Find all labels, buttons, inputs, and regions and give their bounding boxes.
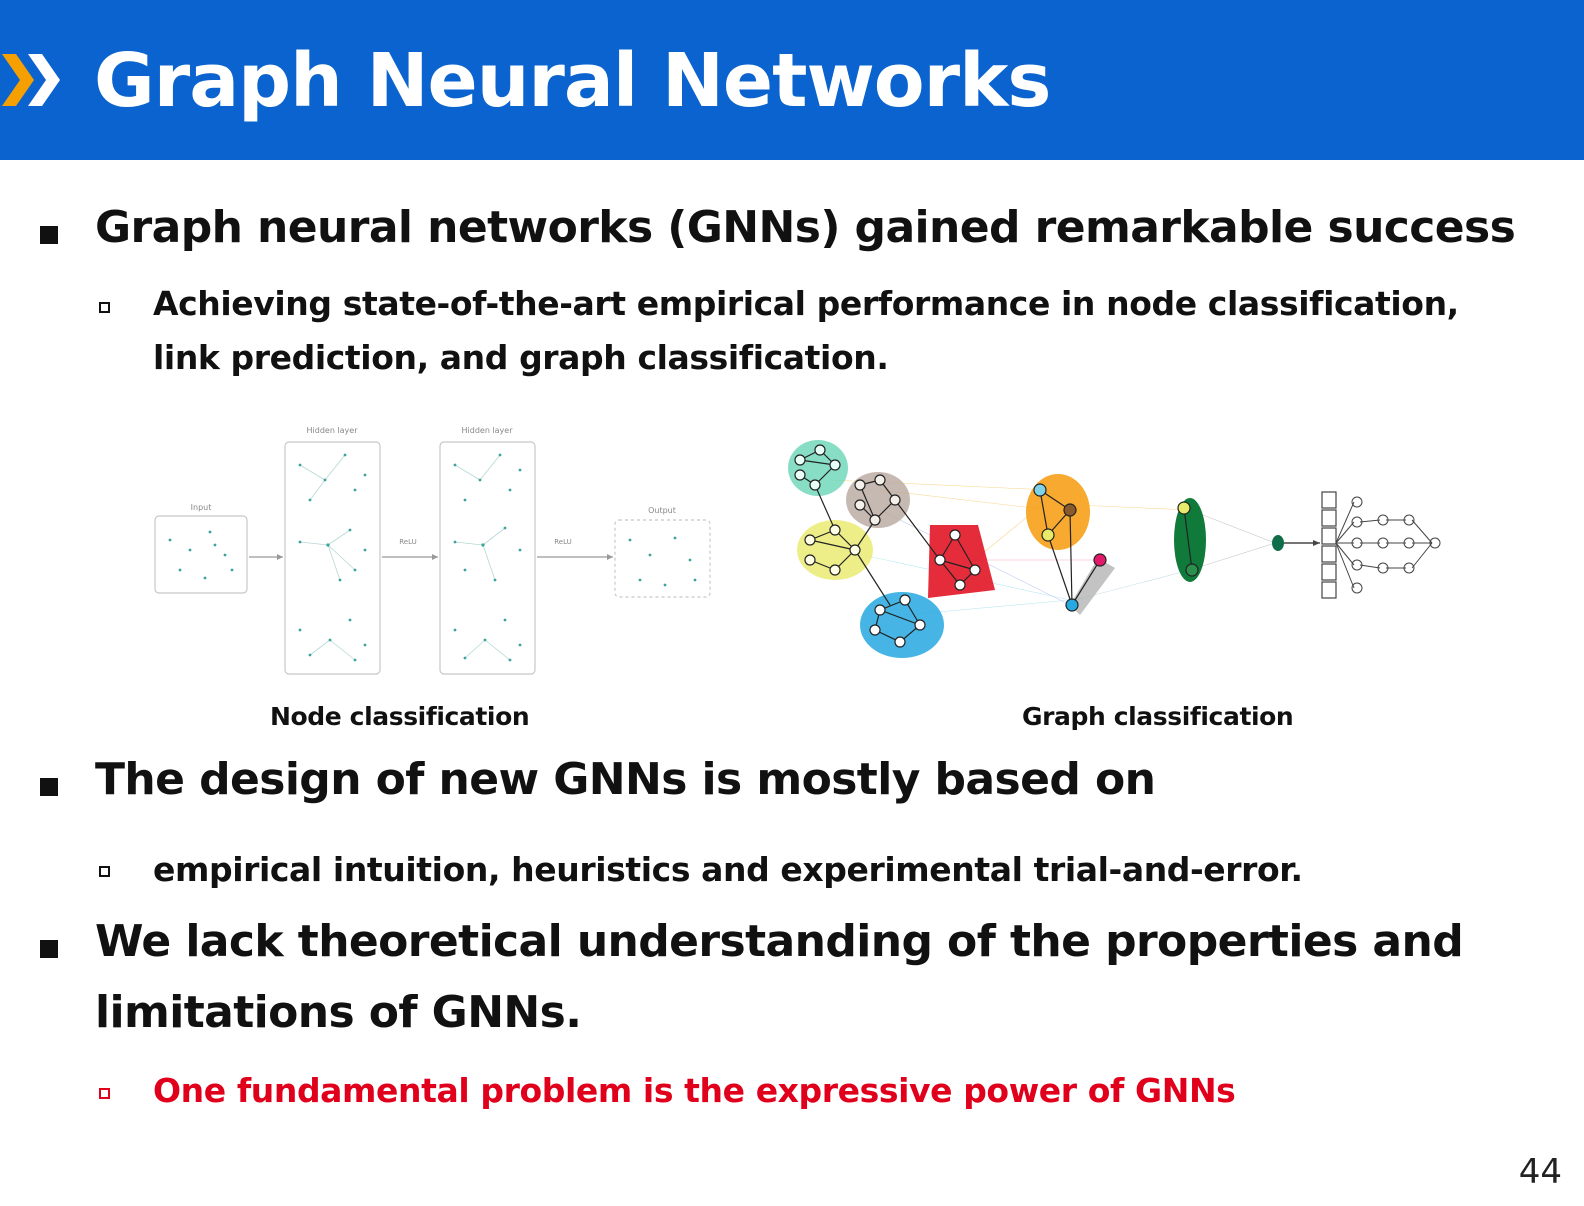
node-classification-caption: Node classification	[270, 702, 530, 731]
node-label-relu2: ReLU	[554, 538, 572, 546]
graph-classification-figure	[788, 440, 1441, 658]
slide-header: Graph Neural Networks	[0, 0, 1584, 160]
sub-bullet-marker	[99, 866, 110, 877]
page-number: 44	[1518, 1152, 1562, 1192]
bullet-design-basis: The design of new GNNs is mostly based o…	[95, 754, 1156, 805]
chevron-icon	[2, 54, 60, 106]
sub-bullet-marker	[99, 302, 110, 313]
graph-classification-caption: Graph classification	[1022, 702, 1294, 731]
sub-bullet-expressive-power: One fundamental problem is the expressiv…	[153, 1071, 1236, 1110]
node-label-hidden2: Hidden layer	[462, 426, 514, 435]
bullet-lack-theory-2: limitations of GNNs.	[95, 987, 582, 1038]
bullet-marker	[40, 226, 58, 244]
node-label-relu1: ReLU	[399, 538, 417, 546]
node-classification-figure: Input Hidden layer Hidden layer Output R…	[154, 426, 711, 675]
node-label-input: Input	[191, 503, 212, 512]
node-label-output: Output	[648, 506, 676, 515]
sub-bullet-performance-1: Achieving state-of-the-art empirical per…	[153, 284, 1459, 323]
sub-bullet-marker	[99, 1088, 110, 1099]
node-label-hidden1: Hidden layer	[307, 426, 359, 435]
bullet-gnn-success: Graph neural networks (GNNs) gained rema…	[95, 202, 1516, 253]
sub-bullet-empirical: empirical intuition, heuristics and expe…	[153, 850, 1303, 889]
bullet-marker	[40, 778, 58, 796]
bullet-marker	[40, 940, 58, 958]
bullet-lack-theory-1: We lack theoretical understanding of the…	[95, 916, 1464, 967]
sub-bullet-performance-2: link prediction, and graph classificatio…	[153, 338, 889, 377]
slide-title: Graph Neural Networks	[94, 38, 1051, 124]
